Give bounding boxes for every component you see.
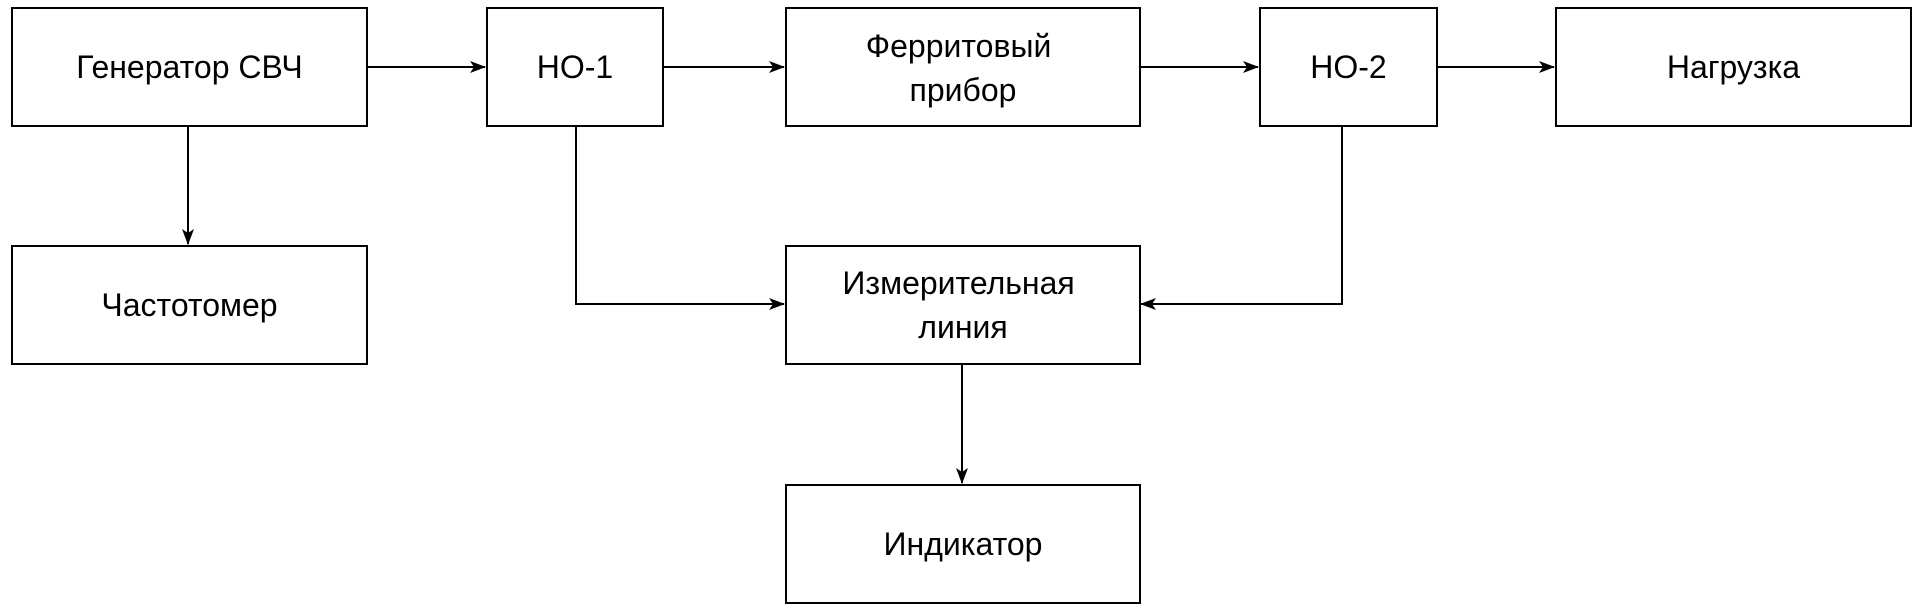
block-coupler-1-line-1: НО-1 xyxy=(537,49,613,85)
block-frequency-meter: Частотомер xyxy=(11,245,368,365)
block-load: Нагрузка xyxy=(1555,7,1912,127)
block-ferrite-device-line-2: прибор xyxy=(910,72,1017,108)
block-ferrite-device-line-1: Ферритовый xyxy=(866,28,1052,64)
block-frequency-meter-line-1: Частотомер xyxy=(101,287,277,323)
block-coupler-1: НО-1 xyxy=(486,7,664,127)
block-measuring-line-line-1: Измерительная xyxy=(842,265,1074,301)
block-ferrite-device-label: Ферритовый прибор xyxy=(866,28,1060,108)
block-coupler-2: НО-2 xyxy=(1259,7,1438,127)
connector-coupler1-to-measuring-line xyxy=(575,127,785,310)
block-load-line-1: Нагрузка xyxy=(1667,49,1800,85)
block-generator: Генератор СВЧ xyxy=(11,7,368,127)
block-frequency-meter-label: Частотомер xyxy=(101,287,277,323)
block-measuring-line: Измерительная линия xyxy=(785,245,1141,365)
block-coupler-2-line-1: НО-2 xyxy=(1310,49,1386,85)
block-coupler-2-label: НО-2 xyxy=(1310,49,1386,85)
block-measuring-line-label: Измерительная линия xyxy=(842,265,1083,345)
block-load-label: Нагрузка xyxy=(1667,49,1800,85)
block-ferrite-device: Ферритовый прибор xyxy=(785,7,1141,127)
block-generator-label: Генератор СВЧ xyxy=(76,49,302,85)
block-coupler-1-label: НО-1 xyxy=(537,49,613,85)
block-measuring-line-line-2: линия xyxy=(918,309,1007,345)
block-indicator-label: Индикатор xyxy=(884,526,1043,562)
block-indicator-line-1: Индикатор xyxy=(884,526,1043,562)
block-indicator: Индикатор xyxy=(785,484,1141,604)
block-generator-line-1: Генератор СВЧ xyxy=(76,49,302,85)
connector-coupler2-to-measuring-line xyxy=(1140,127,1343,310)
